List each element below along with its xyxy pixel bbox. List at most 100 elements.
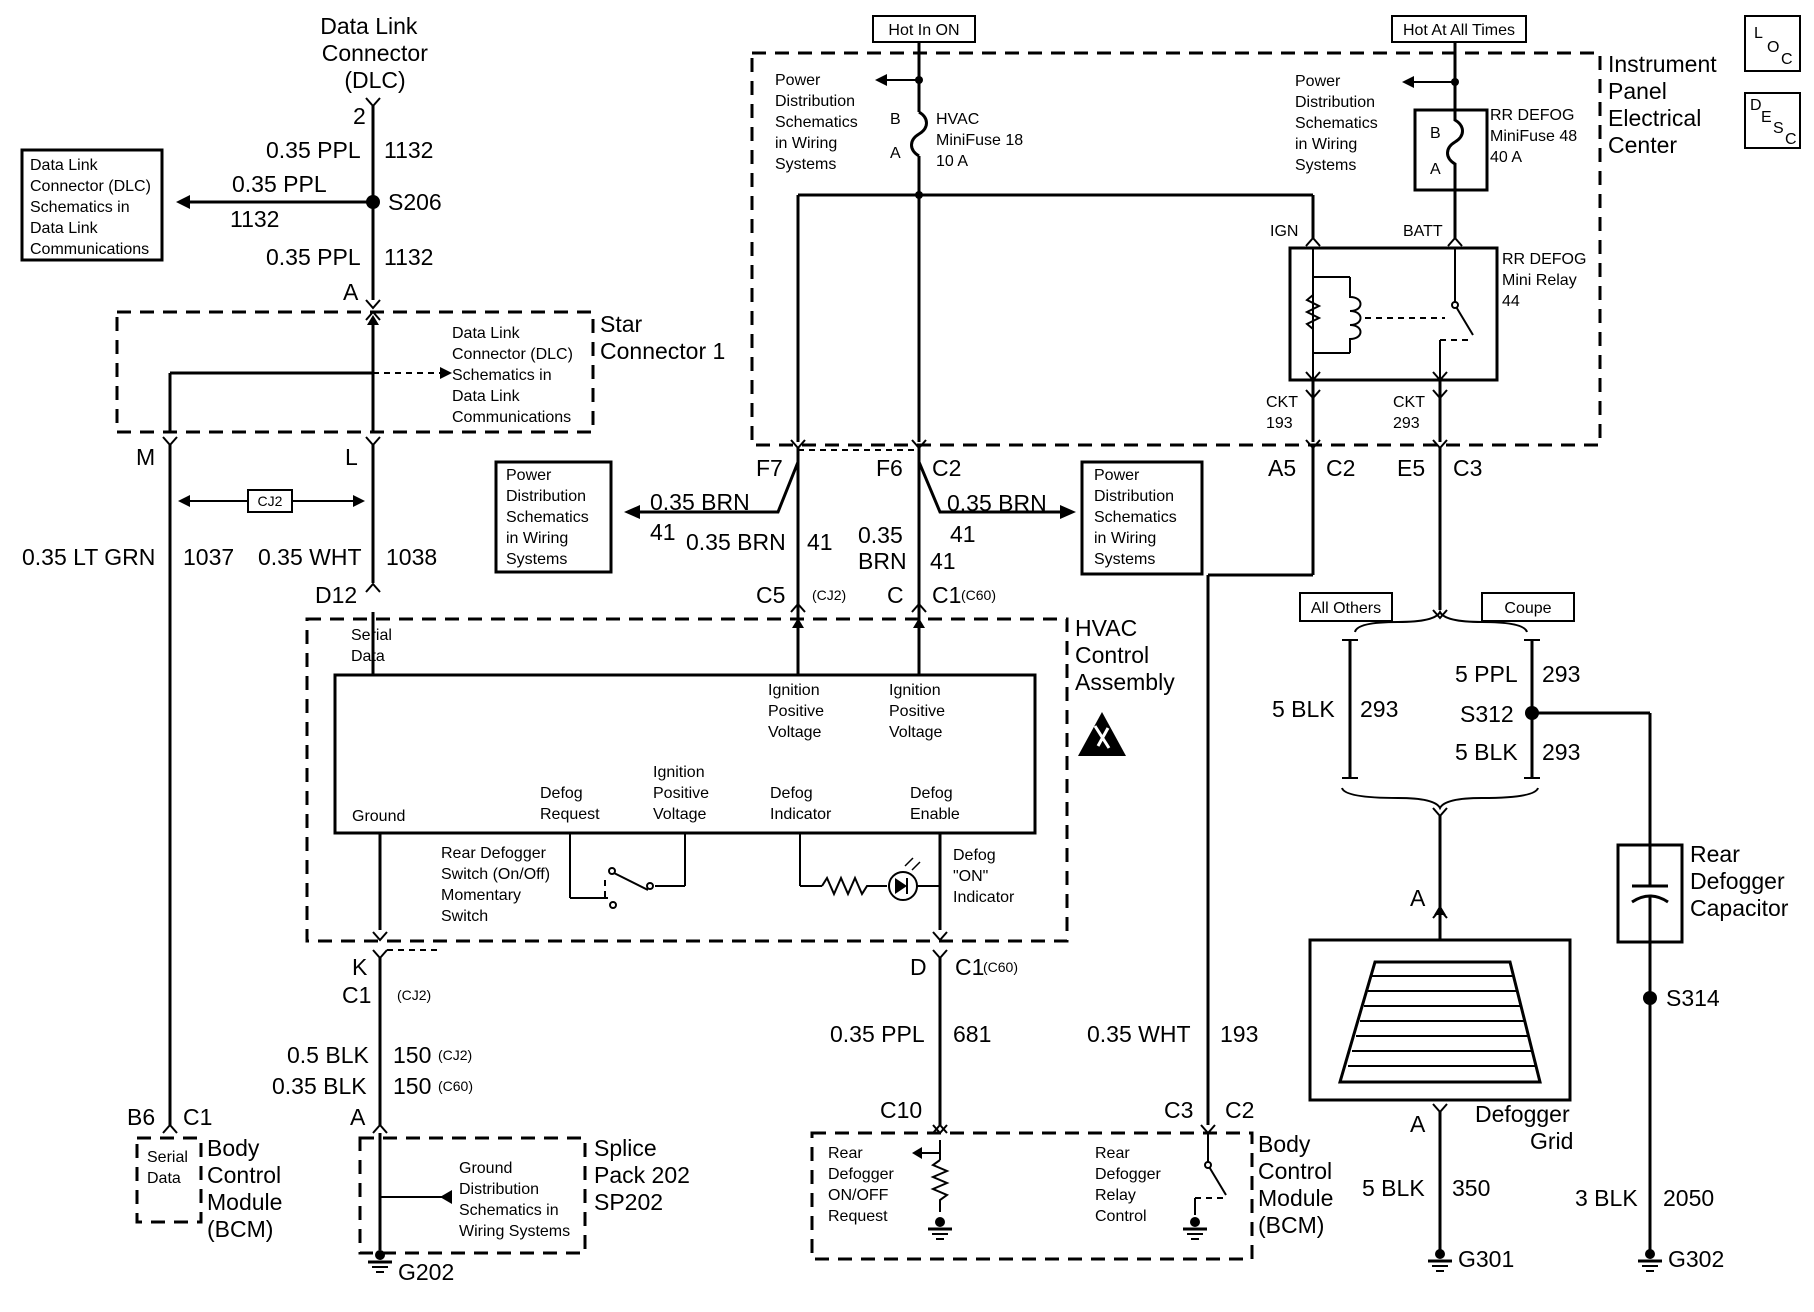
arrow-right-icon [353, 495, 365, 507]
rr-defog-fuse-box [1413, 108, 1489, 192]
connector-symbol [932, 1123, 948, 1134]
loc-icon[interactable] [1744, 15, 1801, 72]
circuit-number: 681 [953, 1021, 991, 1047]
splice-label-s312: S312 [1460, 701, 1514, 727]
wire-color-label: 0.35 WHT [1087, 1021, 1191, 1047]
wire-color-label: 0.35 PPL [266, 244, 361, 270]
wire-color-label: 3 BLK [1575, 1185, 1638, 1211]
dlc-title: Data Link Connector (DLC) [320, 13, 434, 93]
wire-color-label: 5 BLK [1272, 696, 1335, 722]
pin-label: E5 [1397, 455, 1425, 481]
pin-label: C2 [932, 455, 961, 481]
wire-color-label: 0.35 BRN [947, 490, 1047, 516]
pin-label: C1 [342, 982, 371, 1008]
arrow-left-icon [624, 505, 640, 519]
connector-symbol [911, 602, 927, 613]
lower-left-section: K C1 (CJ2) D C1 (C60) 0.5 BLK 150 (CJ2) … [127, 949, 1018, 1285]
connector-symbol [365, 436, 381, 447]
pd-box-1-text: Power Distribution Schematics in Wiring … [506, 467, 593, 568]
wire-color-label: 0.35 BRN [650, 489, 750, 515]
cj2-label: CJ2 [258, 493, 283, 509]
connector-symbol [162, 436, 178, 447]
connector-symbol [1305, 236, 1321, 247]
junction-dot [1451, 78, 1459, 86]
connector-symbol [932, 931, 948, 942]
led-icon [888, 857, 921, 901]
wire-color-label: 0.35 PPL [830, 1021, 925, 1047]
hot-in-on-label: Hot In ON [888, 22, 959, 39]
desc-icon[interactable] [1744, 92, 1801, 149]
relay-pin-ign: IGN [1270, 223, 1298, 240]
ign-pos-voltage-2: Ignition Positive Voltage [889, 682, 949, 741]
circuit-number: 150 [393, 1073, 431, 1099]
connector-symbol [1447, 236, 1463, 247]
circuit-number: 1037 [183, 544, 234, 570]
connector-note: (CJ2) [438, 1047, 472, 1063]
rr-fuse-label: RR DEFOG MiniFuse 48 40 A [1490, 107, 1582, 166]
fuse-pin-a: A [890, 145, 901, 162]
wire-41-right [917, 448, 1060, 514]
ign-pos-voltage-3: Ignition Positive Voltage [653, 764, 713, 823]
dlc-reference-text: Data Link Connector (DLC) Schematics in … [30, 157, 155, 258]
splice-label-s314: S314 [1666, 985, 1720, 1011]
circuit-number: 2050 [1663, 1185, 1714, 1211]
pd-reference-box-2[interactable] [1080, 460, 1204, 576]
pin-label: C1 [955, 954, 984, 980]
relay-switch-contact [1454, 304, 1474, 336]
brn-wire-section: Power Distribution Schematics in Wiring … [494, 448, 1204, 613]
switch-blade [613, 872, 649, 891]
fuse-pin-b: B [1430, 125, 1441, 142]
connector-symbol [162, 1123, 178, 1134]
esd-warning-icon [1078, 712, 1126, 756]
wire-color-label: BRN [858, 548, 907, 574]
circuit-number: 1038 [386, 544, 437, 570]
ground-symbol-icon [928, 1217, 952, 1240]
connector-symbol [932, 949, 948, 960]
wire-color-label: 0.35 PPL [266, 137, 361, 163]
bcm-request-label: Rear Defogger ON/OFF Request [828, 1145, 898, 1225]
pin-label: A [350, 1104, 366, 1130]
arrow-up-icon [913, 618, 925, 628]
ground-symbol-icon [368, 1250, 392, 1273]
switch-contact-dot [646, 882, 654, 890]
pin-label: B6 [127, 1104, 155, 1130]
pin-label: C1 [183, 1104, 212, 1130]
pin-label: C2 [1326, 455, 1355, 481]
pin-label: A5 [1268, 455, 1296, 481]
hvac-outline [305, 617, 1069, 943]
arrow-up-icon [367, 315, 379, 325]
hvac-module-box [333, 673, 1037, 835]
defog-request-label: Defog Request [540, 785, 600, 823]
circuit-number: 41 [950, 521, 976, 547]
pd-reference-box-1[interactable] [494, 460, 613, 574]
hvac-fuse-symbol [910, 110, 928, 158]
connector-symbol [1432, 609, 1448, 620]
pin-label: C1 [932, 582, 961, 608]
dlc-reference-box[interactable] [20, 148, 164, 262]
pin-label: L [345, 444, 358, 470]
defogger-section: All Others Coupe 5 BLK 293 5 PPL 293 S31… [1272, 448, 1789, 1272]
bcm-title-right: Body Control Module (BCM) [1258, 1131, 1340, 1238]
circuit-number: 293 [1542, 661, 1580, 687]
pin-label: C10 [880, 1097, 922, 1123]
wire-color-label: 0.35 WHT [258, 544, 362, 570]
circuit-number: 350 [1452, 1175, 1490, 1201]
pin-label: A [1410, 1111, 1426, 1137]
pin-label: C3 [1164, 1097, 1193, 1123]
coupe-label: Coupe [1504, 600, 1551, 617]
pin-label: K [352, 954, 368, 980]
hvac-control-assembly: HVAC Control Assembly Serial Data Igniti… [305, 612, 1175, 943]
arrow-up-icon [1434, 905, 1446, 915]
connector-symbol [365, 299, 381, 310]
cj2-tag [247, 489, 293, 513]
hvac-title: HVAC Control Assembly [1075, 615, 1175, 695]
bcm-title-left: Body Control Module (BCM) [207, 1135, 289, 1242]
fuse-pin-a: A [1430, 161, 1441, 178]
splice-pack-title: Splice Pack 202 SP202 [594, 1135, 696, 1215]
desc-icon-text: D E S C [1750, 97, 1797, 148]
pin-label: D12 [315, 582, 357, 608]
wire-color-label: 0.35 BRN [686, 529, 786, 555]
splice-pack-outline [358, 1136, 587, 1255]
ground-symbol-icon [1183, 1217, 1207, 1240]
wire-color-label: 0.35 PPL [232, 171, 327, 197]
